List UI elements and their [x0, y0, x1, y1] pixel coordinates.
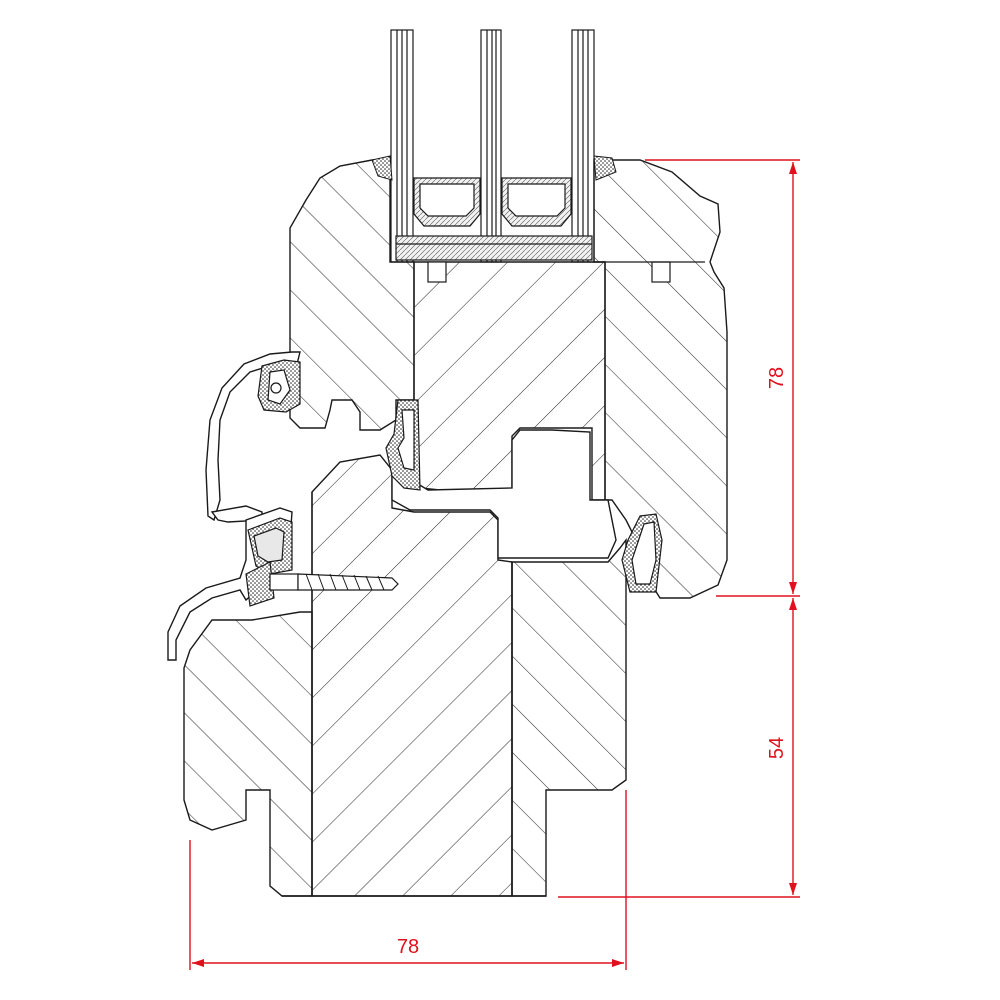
centre-seal — [385, 399, 421, 491]
glazing-spacers — [395, 177, 593, 261]
dimension-lines — [189, 159, 800, 970]
frame-lamella-middle — [311, 454, 513, 897]
sash-lamella-outer — [593, 159, 728, 599]
glazing-gasket-inner — [371, 155, 393, 181]
frame-lamella-inner — [183, 611, 313, 897]
frame-joints — [282, 492, 546, 897]
fixing-screw — [245, 561, 399, 607]
dimension-sash-height: 78 — [766, 367, 788, 389]
glazing-gasket-outer — [593, 155, 617, 181]
sash-grooves — [427, 261, 705, 283]
dimension-frame-width: 78 — [397, 936, 419, 958]
hardware-channel — [391, 429, 617, 559]
triple-glazing — [390, 29, 595, 263]
dimension-frame-height: 54 — [766, 737, 788, 759]
weather-gasket-lower — [247, 517, 293, 575]
frame-lamella-outer — [511, 537, 627, 897]
rebate-seal — [621, 513, 663, 593]
weather-gasket-upper — [257, 359, 301, 413]
